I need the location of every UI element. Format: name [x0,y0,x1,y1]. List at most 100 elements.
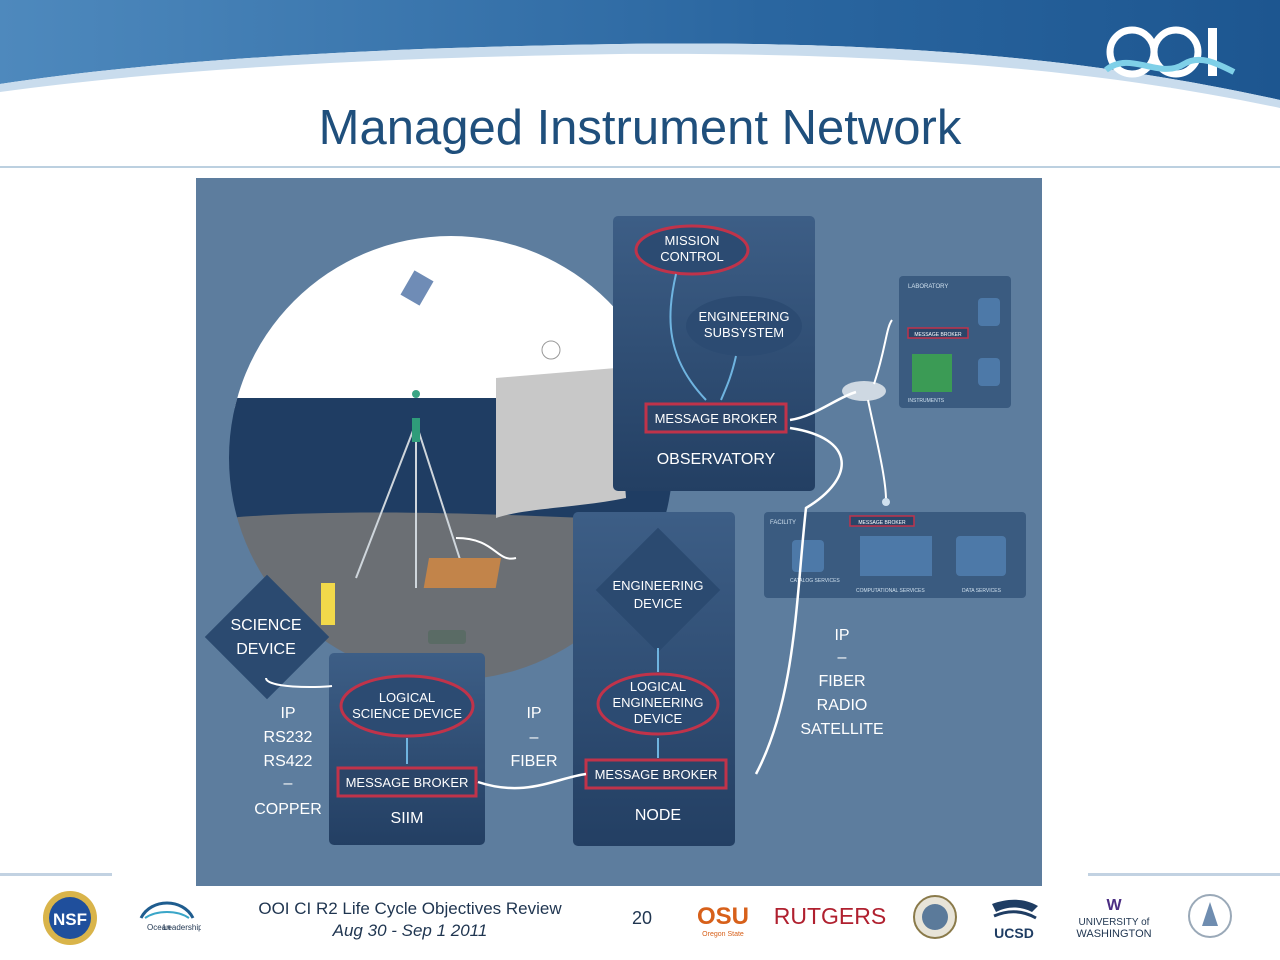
ooi-logo-text: OOI [1169,87,1172,89]
copper-link-labels: IP RS232 RS422 – COPPER [254,705,322,818]
copper-label-1: IP [280,705,295,722]
siim-to-node-link [477,772,587,790]
node-label: NODE [635,807,681,824]
logical-eng-label-3: DEVICE [634,711,683,726]
logical-sci-label-2: SCIENCE DEVICE [352,706,462,721]
page-number: 20 [631,908,653,928]
catalog-storage-icon [792,540,824,572]
osu-logo-text: OSU [698,903,748,930]
facility-data-label: DATA SERVICES [962,588,1002,594]
whoi-logo [1188,894,1232,938]
lab-storage-icon [978,298,1000,326]
wan-label-3: FIBER [818,673,865,690]
logical-eng-label-1: LOGICAL [630,679,686,694]
siim-message-broker [336,766,478,798]
observatory-message-broker [644,402,788,434]
instruments-label: INSTRUMENTS [908,398,945,404]
rutgers-logo: RUTGERS [774,903,886,929]
ooi-logo: OOI [1104,26,1236,89]
ocean-scene [229,236,673,680]
fiber-label-3: FIBER [510,753,557,770]
observatory-to-cloud-link [789,390,857,422]
copper-label-3: RS422 [264,753,313,770]
network-diagram: SCIENCE DEVICE MISSION CONTROL ENGINEERI… [196,178,1042,886]
fiber-link-labels: IP – FIBER [510,705,557,770]
ocean-leadership-logo: Ocean Leadership [139,901,201,932]
facility-label: FACILITY [770,520,796,526]
node-broker-label: MESSAGE BROKER [595,767,718,782]
engineering-subsystem-label-1: ENGINEERING [698,309,789,324]
mission-control-label-1: MISSION [665,233,720,248]
ocean-leadership-text-2: Leadership [163,923,201,932]
osu-logo: OSU Oregon State [698,903,748,938]
science-device-diamond [204,574,330,700]
title-divider [0,166,1280,168]
facility-message-broker [849,515,915,527]
data-storage-icon [956,536,1006,576]
top-banner [0,0,1280,108]
footer-line-2: Aug 30 - Sep 1 2011 [332,921,488,940]
uw-logo-text-1: UNIVERSITY of [1079,917,1150,928]
university-seal-logo [913,895,957,939]
laboratory-broker-label: MESSAGE BROKER [914,332,962,338]
logical-engineering-device-node [596,672,720,736]
uw-logo: W UNIVERSITY of WASHINGTON [1076,897,1151,940]
observatory-to-node-link [754,426,843,775]
copper-label-4: – [284,775,293,792]
engineering-subsystem-node [686,296,802,356]
nsf-logo-text: NSF [53,910,87,929]
siim-label: SIIM [391,810,424,827]
wan-link-labels: IP – FIBER RADIO SATELLITE [800,627,883,738]
science-device-label-1: SCIENCE [230,617,301,634]
ocean-leadership-text-1: Ocean [147,923,171,932]
footer-divider-left [0,873,112,876]
facility-link-node [882,498,890,506]
mission-control-node [634,224,750,276]
laboratory-label: LABORATORY [908,284,948,290]
network-cloud-icon [842,381,886,401]
instruments-icon [912,354,952,392]
ucsd-logo-text: UCSD [994,925,1034,941]
footer-line-1: OOI CI R2 Life Cycle Objectives Review [258,899,562,918]
engineering-device-label-1: ENGINEERING [612,578,703,593]
wan-label-5: SATELLITE [800,721,883,738]
computational-servers-icon [860,536,932,576]
facility-computational-label: COMPUTATIONAL SERVICES [856,588,925,594]
logical-sci-label-1: LOGICAL [379,690,435,705]
engineering-device-label-2: DEVICE [634,596,683,611]
ucsd-logo: UCSD [992,899,1038,941]
osu-logo-subtext: Oregon State [702,931,744,938]
wan-label-1: IP [834,627,849,644]
engineering-subsystem-label-2: SUBSYSTEM [704,325,784,340]
science-device-label-2: DEVICE [236,641,296,658]
logical-eng-label-2: ENGINEERING [612,695,703,710]
observatory-broker-label: MESSAGE BROKER [655,411,778,426]
facility-broker-label: MESSAGE BROKER [858,520,906,526]
engineering-device-diamond [595,527,721,653]
copper-label-2: RS232 [264,729,313,746]
cloud-to-lab-link [873,319,893,385]
fiber-label-1: IP [526,705,541,722]
wan-label-2: – [838,649,847,666]
uw-logo-text-2: WASHINGTON [1076,928,1151,940]
uw-logo-mark: W [1106,897,1122,914]
lab-storage-icon-2 [978,358,1000,386]
siim-broker-label: MESSAGE BROKER [346,775,469,790]
engsub-to-broker-link [720,355,737,401]
page-title: Managed Instrument Network [318,101,962,155]
fiber-label-2: – [530,729,539,746]
footer-divider-right [1088,873,1280,876]
mission-to-broker-link [669,273,707,401]
node-message-broker [584,758,728,790]
facility-catalog-label: CATALOG SERVICES [790,578,840,584]
mission-control-label-2: CONTROL [660,249,724,264]
copper-label-5: COPPER [254,801,322,818]
wan-label-4: RADIO [817,697,868,714]
sensor-battery [321,583,335,625]
logical-science-device-node [339,674,475,738]
science-device-to-siim-link [265,677,333,689]
laboratory-message-broker [907,327,969,339]
rutgers-logo-text: RUTGERS [774,903,886,929]
nsf-logo: NSF [43,891,97,945]
footer-caption: OOI CI R2 Life Cycle Objectives Review A… [210,898,610,942]
